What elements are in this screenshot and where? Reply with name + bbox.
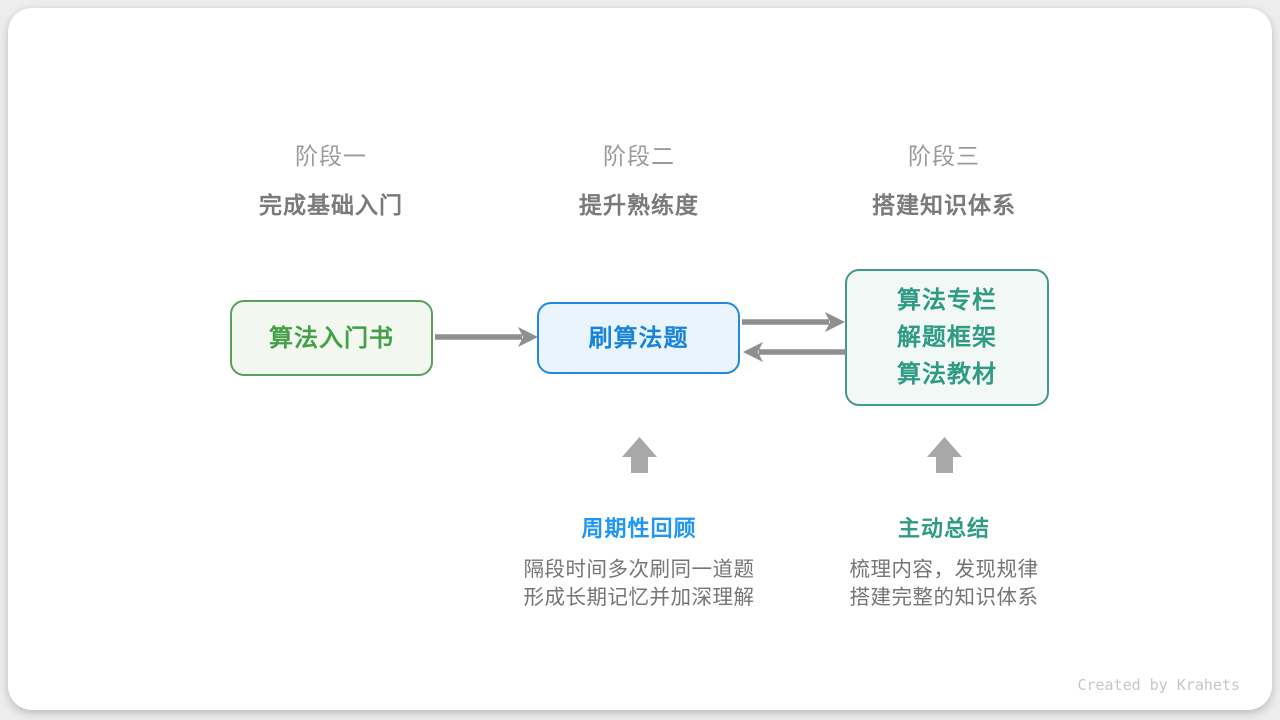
desc-line: 梳理内容，发现规律 [849, 558, 1039, 581]
up-arrow-icon [622, 437, 657, 473]
stage-2-subtitle: 提升熟练度 [579, 192, 699, 218]
stage-3-label: 阶段三 [908, 143, 980, 169]
arrow-left-icon [743, 342, 846, 362]
annotation-active-summary-title: 主动总结 [897, 516, 991, 541]
diagram-card: 阶段一 阶段二 阶段三 完成基础入门 提升熟练度 搭建知识体系 算法入门书 刷算… [8, 8, 1272, 710]
box-line: 解题框架 [897, 324, 997, 351]
box-line: 刷算法题 [588, 324, 689, 352]
box-line: 算法教材 [897, 361, 997, 388]
box-practice-problems: 刷算法题 [537, 302, 740, 374]
box-line: 算法入门书 [269, 324, 394, 352]
stage-3-subtitle: 搭建知识体系 [872, 192, 1016, 218]
annotation-periodic-review-title: 周期性回顾 [581, 516, 697, 541]
box-knowledge-resources: 算法专栏 解题框架 算法教材 [845, 269, 1049, 406]
box-algorithm-intro-book: 算法入门书 [230, 300, 433, 376]
arrow-right-icon [742, 312, 845, 332]
box-line: 算法专栏 [897, 287, 997, 314]
stage-2-label: 阶段二 [603, 143, 675, 169]
desc-line: 搭建完整的知识体系 [849, 586, 1039, 609]
annotation-active-summary-desc: 梳理内容，发现规律 搭建完整的知识体系 [850, 556, 1039, 612]
arrow-right-icon [435, 327, 538, 347]
annotation-periodic-review-desc: 隔段时间多次刷同一道题 形成长期记忆并加深理解 [524, 556, 755, 612]
stage-1-subtitle: 完成基础入门 [259, 192, 403, 218]
stage-1-label: 阶段一 [295, 143, 367, 169]
up-arrow-icon [927, 437, 962, 473]
desc-line: 形成长期记忆并加深理解 [523, 586, 755, 609]
credit-text: Created by Krahets [1077, 676, 1240, 694]
desc-line: 隔段时间多次刷同一道题 [523, 558, 755, 581]
